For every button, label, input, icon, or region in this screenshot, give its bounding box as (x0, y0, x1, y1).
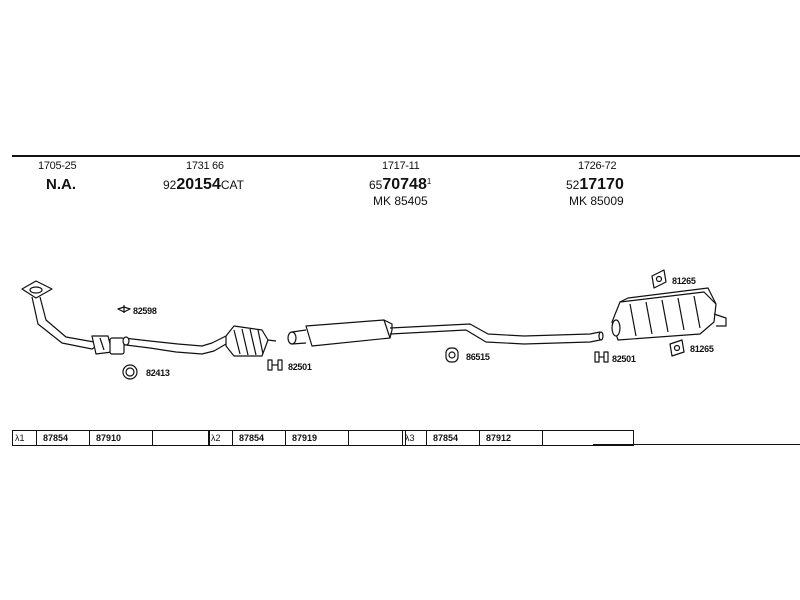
lambda-table-2-b: 87919 (286, 431, 349, 445)
rear-silencer-icon (611, 287, 727, 341)
callout-cat-clamp: 82501 (288, 362, 312, 372)
middle-silencer-code: 65707481 (369, 176, 431, 194)
lambda-table-2: λ2 87854 87919 (208, 430, 406, 446)
callout-rear-mount-bottom: 81265 (690, 344, 714, 354)
callout-rear-mount-top: 81265 (672, 276, 696, 286)
lambda-table-2-c (349, 431, 405, 445)
ring-icon (122, 364, 138, 380)
part-number-catalyst: 1731 66 (186, 160, 224, 172)
rear-silencer-code-prefix: 52 (566, 178, 580, 192)
lambda-table-3-b: 87912 (480, 431, 543, 445)
callout-center-hanger: 86515 (466, 352, 490, 362)
gasket-icon (117, 305, 131, 313)
rear-silencer-code: 5217170 (566, 176, 624, 194)
catalyst-code-main: 20154 (176, 176, 221, 193)
front-pipe-status: N.A. (46, 176, 76, 193)
catalyst-code-prefix: 92 (163, 178, 177, 192)
callout-rear-clamp: 82501 (612, 354, 636, 364)
catalytic-converter-icon (225, 325, 277, 357)
catalyst-code-suffix: CAT (220, 178, 244, 192)
lambda-table-3: λ3 87854 87912 (402, 430, 634, 446)
rear-silencer-mk: MK 85009 (569, 194, 624, 208)
rear-clamp-icon (594, 351, 609, 363)
lambda-table-1-c (153, 431, 209, 445)
header-rule (12, 155, 800, 157)
table-baseline (593, 444, 800, 445)
middle-silencer-code-suffix: 1 (426, 177, 432, 186)
lambda-table-1: λ1 87854 87910 (12, 430, 210, 446)
part-number-rear-silencer: 1726-72 (578, 160, 617, 172)
callout-front-ring: 82413 (146, 368, 170, 378)
catalyst-code: 9220154CAT (163, 176, 244, 194)
intermediate-pipe-icon (122, 335, 227, 355)
middle-silencer-code-main: 70748 (382, 176, 427, 193)
front-pipe-icon (31, 296, 125, 355)
rear-silencer-code-main: 17170 (579, 176, 624, 193)
front-flange-icon (21, 280, 53, 299)
hanger-icon (445, 347, 459, 363)
middle-silencer-code-prefix: 65 (369, 178, 383, 192)
lambda-table-3-c (543, 431, 633, 445)
lambda-table-2-label: λ2 (209, 431, 233, 445)
part-number-front-pipe: 1705-25 (38, 160, 77, 172)
rubber-mount-icon (651, 269, 667, 289)
clamp-icon (267, 359, 283, 371)
lambda-table-1-a: 87854 (37, 431, 90, 445)
callout-front-gasket: 82598 (133, 306, 157, 316)
part-number-middle-silencer: 1717-11 (382, 160, 420, 172)
middle-silencer-icon (287, 319, 604, 347)
lambda-table-3-label: λ3 (403, 431, 427, 445)
lambda-table-1-label: λ1 (13, 431, 37, 445)
lambda-table-1-b: 87910 (90, 431, 153, 445)
rubber-mount-icon-lower (669, 339, 685, 357)
middle-silencer-mk: MK 85405 (373, 194, 428, 208)
lambda-table-3-a: 87854 (427, 431, 480, 445)
lambda-table-2-a: 87854 (233, 431, 286, 445)
